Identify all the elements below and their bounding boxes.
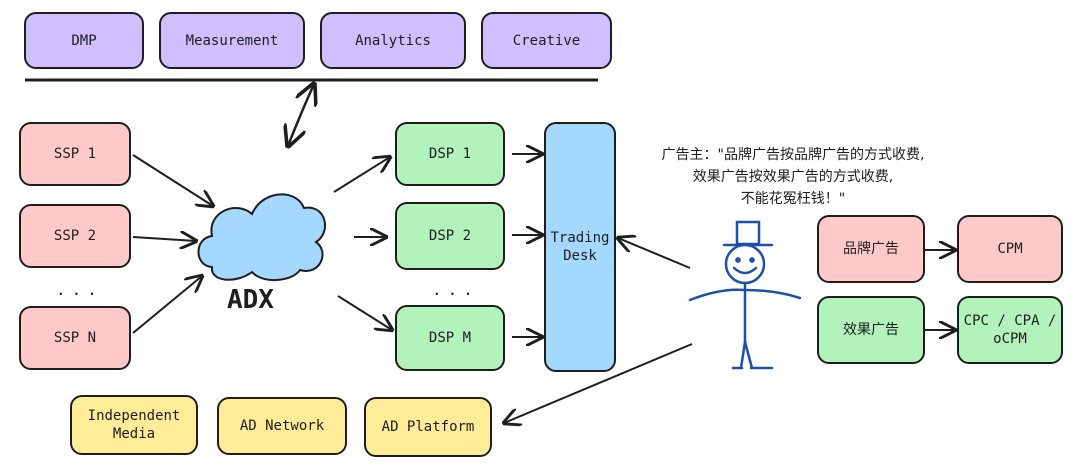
- box-dsp-m: DSP M: [395, 305, 505, 371]
- arrow-ssp2-adx: [132, 237, 196, 241]
- advertiser-quote-line-2: 效果广告按效果广告的方式收费,: [692, 169, 894, 185]
- advertiser-quote: 广告主："品牌广告按品牌广告的方式收费, 效果广告按效果广告的方式收费, 不能花冤枉…: [628, 144, 958, 210]
- box-ssp-2: SSP 2: [19, 204, 131, 268]
- arrow-advertiser-adplatform: [504, 343, 693, 423]
- box-ssp-n-label: SSP N: [53, 330, 97, 346]
- box-dsp-1-label: DSP 1: [428, 146, 472, 162]
- arrow-adx-dsp1: [333, 157, 390, 193]
- box-dmp: DMP: [24, 12, 144, 69]
- box-brand-ad-label: 品牌广告: [843, 241, 899, 257]
- box-independent-media-label: Independent Media: [87, 408, 181, 442]
- box-dmp-label: DMP: [71, 32, 97, 49]
- box-independent-media: Independent Media: [70, 395, 198, 455]
- box-dsp-2: DSP 2: [395, 202, 505, 270]
- dsp-ellipsis: ...: [432, 280, 479, 299]
- box-trading-desk: Trading Desk: [544, 122, 616, 372]
- advertiser-quote-line-1: 广告主："品牌广告按品牌广告的方式收费,: [661, 147, 925, 163]
- arrow-advertiser-td: [618, 238, 691, 269]
- box-brand-ad: 品牌广告: [817, 215, 925, 283]
- box-ssp-1: SSP 1: [19, 122, 131, 186]
- box-measurement-label: Measurement: [185, 32, 279, 49]
- ssp-ellipsis: ...: [56, 280, 103, 299]
- box-analytics: Analytics: [320, 12, 466, 69]
- box-performance-ad: 效果广告: [817, 296, 925, 364]
- arrow-sspn-adx: [132, 276, 202, 334]
- box-cpc-cpa-ocpm-label: CPC / CPA / oCPM: [963, 313, 1057, 347]
- box-analytics-label: Analytics: [355, 32, 431, 49]
- box-performance-ad-label: 效果广告: [843, 322, 899, 338]
- box-ad-network-label: AD Network: [239, 418, 325, 434]
- box-ssp-2-label: SSP 2: [53, 228, 97, 244]
- box-cpm: CPM: [957, 215, 1063, 283]
- box-dsp-2-label: DSP 2: [428, 228, 472, 244]
- box-cpc-cpa-ocpm: CPC / CPA / oCPM: [957, 296, 1063, 364]
- box-creative: Creative: [481, 12, 612, 69]
- arrow-adx-dspm: [337, 295, 392, 330]
- adx-label: ADX: [227, 285, 274, 315]
- box-measurement: Measurement: [159, 12, 305, 69]
- box-cpm-label: CPM: [997, 241, 1023, 257]
- box-ssp-n: SSP N: [19, 306, 131, 370]
- advertiser-figure: [688, 220, 802, 370]
- box-ad-platform-label: AD Platform: [381, 419, 475, 435]
- adx-cloud-shape: [197, 193, 326, 281]
- double-arrow-services-adx: [288, 84, 314, 146]
- box-creative-label: Creative: [512, 32, 581, 49]
- advertiser-quote-line-3: 不能花冤枉钱！": [740, 191, 846, 207]
- box-ssp-1-label: SSP 1: [53, 146, 97, 162]
- box-ad-platform: AD Platform: [364, 397, 492, 457]
- box-trading-desk-label: Trading Desk: [550, 230, 610, 264]
- box-dsp-1: DSP 1: [395, 122, 505, 186]
- arrow-ssp1-adx: [132, 154, 213, 206]
- box-ad-network: AD Network: [217, 397, 347, 455]
- box-dsp-m-label: DSP M: [428, 330, 472, 346]
